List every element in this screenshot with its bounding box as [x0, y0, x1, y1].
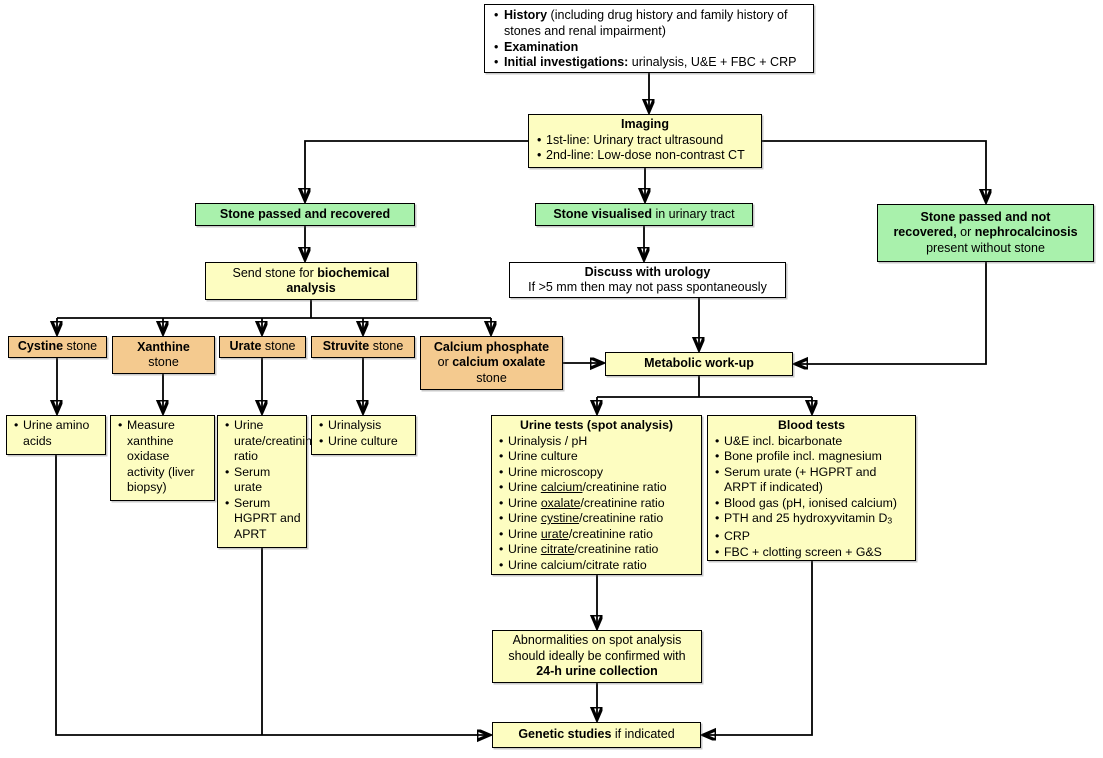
- list-item: Urine culture: [317, 434, 410, 450]
- genetic-studies-box: Genetic studies if indicated: [492, 722, 701, 748]
- list-item: U&E incl. bicarbonate: [713, 434, 910, 450]
- list-item: 1st-line: Urinary tract ultrasound: [535, 133, 755, 149]
- list-item: Urine culture: [497, 449, 696, 465]
- list-item: Urinalysis: [317, 418, 410, 434]
- urate-stone-box: Urate stone: [219, 336, 306, 358]
- cystine-stone-box: Cystine stone: [8, 336, 107, 358]
- urate-tests-box: Urine urate/creatinine ratio Serum urate…: [217, 415, 319, 548]
- list-item: FBC + clotting screen + G&S: [713, 545, 910, 561]
- list-item: Urine calcium/creatinine ratio: [497, 480, 696, 496]
- list-item: Initial investigations: urinalysis, U&E …: [491, 55, 807, 71]
- list-item: Urine urate/creatinine ratio: [497, 527, 696, 543]
- arrow-notrecovered-metabolic: [797, 262, 987, 364]
- list-item: Bone profile incl. magnesium: [713, 449, 910, 465]
- list-item: History (including drug history and fami…: [491, 8, 807, 40]
- imaging-box: Imaging 1st-line: Urinary tract ultrasou…: [528, 114, 762, 168]
- list-item: Blood gas (pH, ionised calcium): [713, 496, 910, 512]
- struvite-stone-box: Struvite stone: [311, 336, 415, 358]
- discuss-title: Discuss with urology: [584, 264, 711, 279]
- list-item: Serum urate: [223, 465, 301, 496]
- xanthine-tests-box: Measure xanthine oxidase activity (liver…: [110, 415, 215, 501]
- urine-tests-title: Urine tests (spot analysis): [519, 418, 674, 432]
- urine-tests-box: Urine tests (spot analysis) Urinalysis /…: [491, 415, 702, 575]
- list-item: Urine urate/creatinine ratio: [223, 418, 319, 465]
- list-item: Measure xanthine oxidase activity (liver…: [116, 418, 209, 496]
- list-item: Examination: [491, 40, 807, 56]
- list-item: Urine oxalate/creatinine ratio: [497, 496, 696, 512]
- blood-tests-title: Blood tests: [778, 418, 845, 432]
- list-item: PTH and 25 hydroxyvitamin D3: [713, 511, 910, 529]
- discuss-urology-box: Discuss with urology If >5 mm then may n…: [509, 262, 786, 298]
- list-item: Urine microscopy: [497, 465, 696, 481]
- discuss-subtitle: If >5 mm then may not pass spontaneously: [528, 280, 767, 294]
- list-item: Urine calcium/citrate ratio: [497, 558, 696, 574]
- cystine-tests-box: Urine amino acids: [6, 415, 106, 455]
- arrow-blood-genetic: [705, 561, 813, 735]
- stone-visualised-box: Stone visualised in urinary tract: [535, 203, 753, 226]
- imaging-title: Imaging: [621, 117, 669, 131]
- list-item: Urine amino acids: [12, 418, 100, 449]
- line-send-split: [57, 300, 491, 319]
- arrow-imaging-notrecovered: [762, 140, 986, 200]
- list-item: 2nd-line: Low-dose non-contrast CT: [535, 148, 755, 164]
- line-metabolic-split: [597, 376, 812, 398]
- list-item: Urine cystine/creatinine ratio: [497, 511, 696, 527]
- blood-tests-box: Blood tests U&E incl. bicarbonate Bone p…: [707, 415, 916, 561]
- list-item: Serum HGPRT and APRT: [223, 496, 301, 543]
- metabolic-workup-box: Metabolic work-up: [605, 352, 793, 376]
- arrow-left-genetic: [55, 455, 488, 735]
- list-item: CRP: [713, 529, 910, 545]
- stone-passed-recovered-box: Stone passed and recovered: [195, 203, 415, 226]
- struvite-tests-box: Urinalysis Urine culture: [311, 415, 416, 455]
- list-item: Urine citrate/creatinine ratio: [497, 542, 696, 558]
- history-box: History (including drug history and fami…: [484, 4, 814, 73]
- list-item: Serum urate (+ HGPRT and ARPT if indicat…: [713, 465, 910, 496]
- arrow-imaging-recovered: [305, 140, 528, 199]
- list-item: Urinalysis / pH: [497, 434, 696, 450]
